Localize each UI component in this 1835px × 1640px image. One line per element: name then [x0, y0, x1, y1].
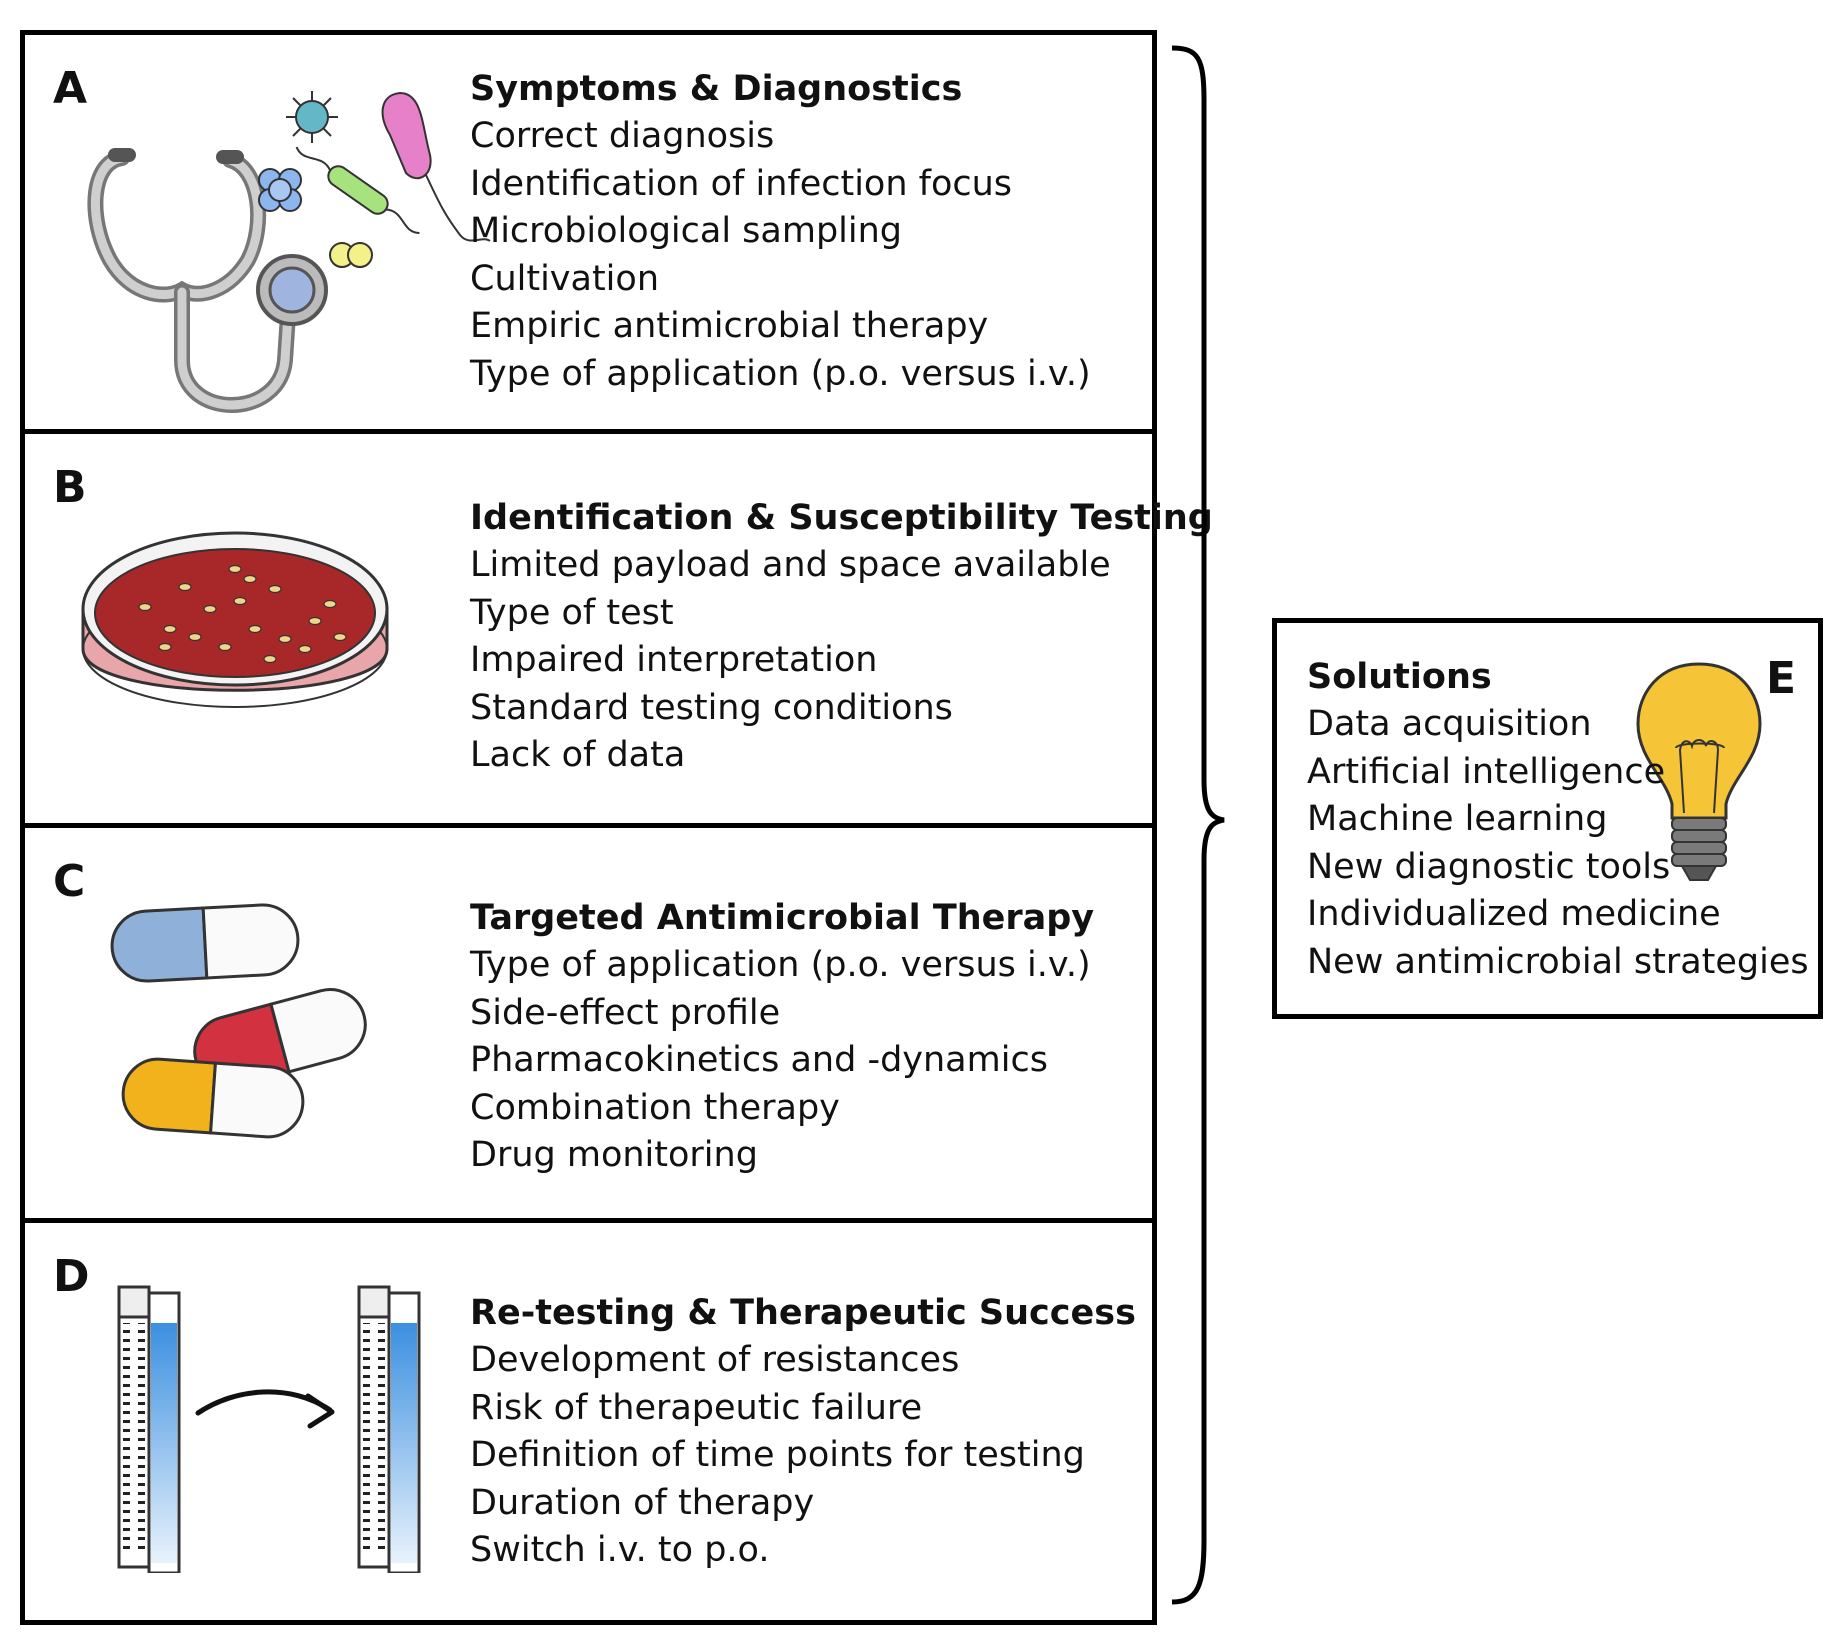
panel-targeted-therapy: C Targeted Antimicrobial Therapy Type of…	[20, 823, 1157, 1223]
panel-letter: B	[53, 462, 87, 513]
microbes-icon	[258, 91, 491, 268]
list-item: Combination therapy	[470, 1087, 840, 1128]
panel-identification-testing: B Identification & Susceptibility Testin…	[20, 429, 1213, 828]
list-item: Type of application (p.o. versus i.v.)	[470, 945, 1091, 985]
capsules-icon	[110, 903, 367, 1139]
panel-letter: E	[1765, 653, 1796, 704]
list-item: Switch i.v. to p.o.	[470, 1530, 770, 1570]
panel-heading: Identification & Susceptibility Testing	[470, 498, 1213, 538]
list-item: Data acquisition	[1307, 704, 1592, 744]
list-item: Limited payload and space available	[470, 545, 1111, 585]
panel-heading: Solutions	[1307, 657, 1492, 697]
list-item: Empiric antimicrobial therapy	[470, 306, 989, 346]
list-item: Identification of infection focus	[470, 163, 1013, 204]
panel-text: Symptoms & Diagnostics Correct diagnosis…	[470, 65, 1091, 398]
list-item: Cultivation	[470, 258, 659, 299]
test-strips-icon	[117, 1285, 181, 1573]
list-item: Lack of data	[470, 735, 686, 775]
list-item: Type of test	[470, 592, 674, 633]
stethoscope-icon	[87, 148, 328, 413]
solutions-box: E Solutions Data acquisition Artificial …	[1272, 618, 1823, 1019]
list-item: Risk of therapeutic failure	[470, 1387, 923, 1428]
curly-brace	[1171, 45, 1225, 1605]
list-item: Pharmacokinetics and -dynamics	[470, 1040, 1048, 1080]
panel-text: Targeted Antimicrobial Therapy Type of a…	[470, 894, 1094, 1180]
panel-letter: A	[53, 63, 88, 114]
panel-letter: C	[53, 856, 86, 907]
panel-text: Re-testing & Therapeutic Success Develop…	[470, 1289, 1136, 1575]
panel-retesting-success: D R	[20, 1218, 1157, 1625]
list-item: Development of resistances	[470, 1340, 960, 1380]
panel-heading: Re-testing & Therapeutic Success	[470, 1293, 1136, 1333]
list-item: Artificial intelligence	[1307, 751, 1666, 792]
panel-text: Solutions Data acquisition Artificial in…	[1307, 653, 1809, 986]
panel-heading: Targeted Antimicrobial Therapy	[470, 898, 1095, 938]
list-item: New diagnostic tools	[1307, 846, 1671, 887]
list-item: Impaired interpretation	[470, 640, 878, 680]
list-item: New antimicrobial strategies	[1307, 941, 1809, 982]
list-item: Drug monitoring	[470, 1135, 758, 1175]
list-item: Correct diagnosis	[470, 116, 775, 156]
panel-letter: D	[53, 1251, 90, 1302]
petri-dish-icon	[81, 531, 389, 708]
list-item: Type of application (p.o. versus i.v.)	[470, 353, 1091, 394]
list-item: Standard testing conditions	[470, 687, 953, 728]
list-item: Duration of therapy	[470, 1482, 815, 1523]
panel-text: Identification & Susceptibility Testing …	[470, 494, 1213, 780]
arrow-icon	[195, 1389, 335, 1429]
list-item: Machine learning	[1307, 799, 1608, 839]
list-item: Side-effect profile	[470, 992, 781, 1033]
panel-heading: Symptoms & Diagnostics	[470, 69, 963, 109]
list-item: Individualized medicine	[1307, 894, 1721, 934]
list-item: Definition of time points for testing	[470, 1435, 1085, 1475]
test-strips-icon	[357, 1285, 421, 1573]
list-item: Microbiological sampling	[470, 211, 903, 251]
lightbulb-icon	[1636, 662, 1762, 881]
panel-symptoms-diagnostics: A	[20, 30, 1157, 434]
